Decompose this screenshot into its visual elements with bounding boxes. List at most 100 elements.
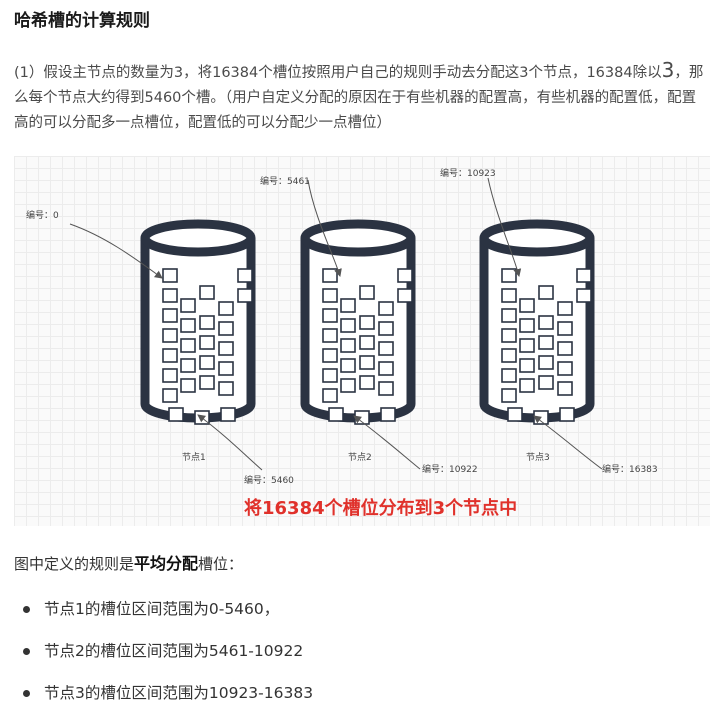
slot-square bbox=[322, 268, 338, 283]
arrow-node2-start bbox=[307, 179, 342, 277]
slot-square bbox=[340, 298, 356, 313]
slot-square bbox=[501, 348, 517, 363]
caption-suffix: 槽位： bbox=[198, 555, 244, 573]
intro-text-part1: (1）假设主节点的数量为3，将16384个槽位按照用户自己的规则手动去分配这3个… bbox=[14, 65, 662, 81]
slot-square bbox=[322, 308, 338, 323]
slot-square bbox=[199, 355, 215, 370]
slot-square bbox=[162, 388, 178, 403]
intro-paragraph: (1）假设主节点的数量为3，将16384个槽位按照用户自己的规则手动去分配这3个… bbox=[14, 58, 706, 136]
slot-square bbox=[359, 375, 375, 390]
slot-square bbox=[538, 375, 554, 390]
slot-square bbox=[340, 378, 356, 393]
caption-prefix: 图中定义的规则是 bbox=[14, 555, 135, 573]
slot-square bbox=[501, 388, 517, 403]
slot-distribution-diagram: 编号：0 编号：5461 编号：10923 编号：5460 编号：10922 编… bbox=[14, 156, 710, 526]
slot-square bbox=[220, 407, 236, 422]
node-2-cylinder-body bbox=[300, 238, 416, 423]
slot-square bbox=[576, 288, 592, 303]
node-3-name: 节点3 bbox=[526, 452, 550, 463]
slot-square bbox=[397, 268, 413, 283]
slot-square bbox=[162, 328, 178, 343]
node-2-cylinder bbox=[300, 219, 416, 425]
slot-square bbox=[576, 268, 592, 283]
list-item: 节点1的槽位区间范围为0-5460， bbox=[20, 596, 313, 638]
slot-square bbox=[519, 318, 535, 333]
slot-square bbox=[199, 285, 215, 300]
slot-square bbox=[519, 298, 535, 313]
intro-big-3: 3 bbox=[661, 58, 675, 82]
slot-square bbox=[328, 407, 344, 422]
slot-square bbox=[162, 308, 178, 323]
slot-square bbox=[359, 355, 375, 370]
slot-square bbox=[162, 348, 178, 363]
node-1-cylinder bbox=[140, 219, 256, 425]
node-1-cylinder-top bbox=[140, 219, 256, 257]
node-2-end-label: 编号：10922 bbox=[422, 463, 478, 475]
node-2-name: 节点2 bbox=[348, 452, 372, 463]
slot-square bbox=[359, 285, 375, 300]
slot-range-list: 节点1的槽位区间范围为0-5460， 节点2的槽位区间范围为5461-10922… bbox=[20, 596, 313, 722]
slot-square bbox=[199, 335, 215, 350]
arrow-node3-start bbox=[487, 177, 522, 277]
node-1-start-label: 编号：0 bbox=[26, 209, 59, 221]
slot-square bbox=[322, 348, 338, 363]
slot-square bbox=[180, 298, 196, 313]
slot-square bbox=[519, 378, 535, 393]
slot-square bbox=[322, 368, 338, 383]
node-1-name: 节点1 bbox=[182, 452, 206, 463]
slot-square bbox=[378, 301, 394, 316]
node-1-slots bbox=[162, 268, 253, 425]
slot-square bbox=[180, 358, 196, 373]
slot-square bbox=[237, 268, 253, 283]
annotation-arrows bbox=[69, 177, 603, 471]
slot-square bbox=[340, 338, 356, 353]
slot-square bbox=[199, 315, 215, 330]
slot-square bbox=[519, 338, 535, 353]
diagram-canvas: 编号：0 编号：5461 编号：10923 编号：5460 编号：10922 编… bbox=[26, 167, 658, 519]
node-1-end-label: 编号：5460 bbox=[244, 474, 294, 486]
slot-square bbox=[538, 355, 554, 370]
slot-square bbox=[162, 368, 178, 383]
node-2-start-label: 编号：5461 bbox=[260, 175, 310, 187]
slot-square bbox=[501, 368, 517, 383]
slot-square bbox=[322, 288, 338, 303]
slot-square bbox=[168, 407, 184, 422]
slot-square bbox=[378, 321, 394, 336]
slot-square bbox=[557, 341, 573, 356]
arrow-node1-end bbox=[197, 414, 263, 471]
arrow-node2-end bbox=[353, 415, 421, 470]
arrow-node1-start bbox=[69, 223, 163, 279]
node-2-slots bbox=[322, 268, 413, 425]
slot-square bbox=[380, 407, 396, 422]
caption-emphasis: 平均分配 bbox=[134, 554, 199, 573]
node-1-cylinder-body bbox=[140, 238, 256, 423]
slot-square bbox=[557, 381, 573, 396]
node-2-cylinder-top bbox=[300, 219, 416, 257]
slot-square bbox=[538, 285, 554, 300]
diagram-banner: 将16384个槽位分布到3个节点中 bbox=[244, 497, 517, 519]
slot-square bbox=[501, 288, 517, 303]
slot-square bbox=[322, 388, 338, 403]
caption: 图中定义的规则是平均分配槽位： bbox=[14, 550, 243, 574]
slot-square bbox=[180, 318, 196, 333]
slot-square bbox=[501, 328, 517, 343]
slot-square bbox=[397, 288, 413, 303]
slot-square bbox=[218, 361, 234, 376]
slot-square bbox=[237, 288, 253, 303]
node-3-cylinder bbox=[479, 219, 595, 425]
slot-square bbox=[557, 361, 573, 376]
slot-square bbox=[218, 321, 234, 336]
slot-square bbox=[162, 288, 178, 303]
slot-square bbox=[199, 375, 215, 390]
page-title: 哈希槽的计算规则 bbox=[14, 11, 150, 31]
slot-square bbox=[378, 341, 394, 356]
slot-square bbox=[218, 341, 234, 356]
node-3-slots bbox=[501, 268, 592, 425]
intro-text-part2: ，那么每个节点大约得到5460个槽。（用户自定义分配的原因在于有些机器的配置高，… bbox=[14, 65, 704, 131]
arrow-node3-end bbox=[533, 415, 603, 470]
slot-square bbox=[218, 301, 234, 316]
slot-square bbox=[378, 381, 394, 396]
slot-square bbox=[378, 361, 394, 376]
slot-square bbox=[507, 407, 523, 422]
slot-square bbox=[557, 301, 573, 316]
